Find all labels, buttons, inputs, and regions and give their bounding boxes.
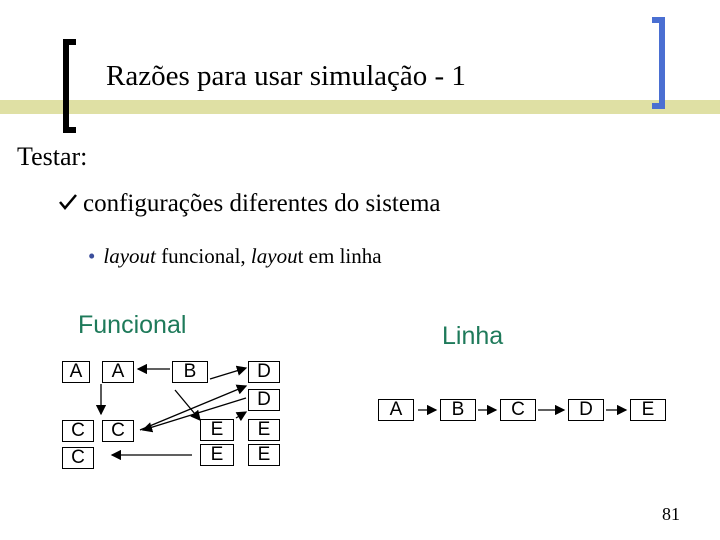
functional-box-b: B bbox=[172, 361, 208, 383]
functional-box-e2: E bbox=[200, 444, 234, 466]
linear-box-e: E bbox=[630, 399, 666, 421]
layout-word-1: layout bbox=[103, 244, 156, 268]
functional-heading: Funcional bbox=[78, 311, 187, 339]
linear-box-c: C bbox=[500, 399, 536, 421]
functional-box-e4: E bbox=[248, 444, 280, 466]
arrow-b-to-d bbox=[209, 365, 248, 380]
bullet-icon: • bbox=[88, 244, 96, 268]
linear-heading: Linha bbox=[442, 322, 504, 350]
functional-box-d2: D bbox=[248, 389, 280, 411]
functional-box-d1: D bbox=[248, 361, 280, 383]
functional-box-c1: C bbox=[62, 420, 94, 442]
arrow-e-to-d bbox=[235, 411, 248, 422]
layout-text-2: t em linha bbox=[297, 244, 382, 268]
slide-title: Razões para usar simulação - 1 bbox=[106, 60, 466, 92]
arrow-b-to-e bbox=[174, 389, 201, 421]
page-number: 81 bbox=[662, 504, 680, 524]
title-decoration bbox=[0, 17, 720, 133]
layout-text-1: funcional, bbox=[155, 244, 251, 268]
text-line-testar: Testar: bbox=[17, 142, 88, 171]
left-bracket bbox=[63, 39, 76, 133]
text-line-layout: • layout funcional, layout em linha bbox=[88, 244, 382, 269]
layout-word-2: layou bbox=[250, 244, 298, 268]
linear-box-b: B bbox=[440, 399, 476, 421]
linear-box-a: A bbox=[378, 399, 414, 421]
functional-box-a2: A bbox=[102, 361, 134, 383]
functional-box-e3: E bbox=[248, 419, 280, 441]
functional-box-e1: E bbox=[200, 419, 234, 441]
functional-box-a1: A bbox=[62, 361, 90, 383]
functional-box-c3: C bbox=[62, 447, 94, 469]
title-underline-bar bbox=[0, 100, 720, 114]
checkmark-icon bbox=[58, 190, 80, 218]
linear-box-d: D bbox=[568, 399, 604, 421]
text-line-configuracoes: configurações diferentes do sistema bbox=[58, 190, 441, 218]
text-line-configuracoes-label: configurações diferentes do sistema bbox=[83, 190, 441, 217]
functional-box-c2: C bbox=[102, 420, 134, 442]
right-bracket bbox=[652, 17, 665, 109]
